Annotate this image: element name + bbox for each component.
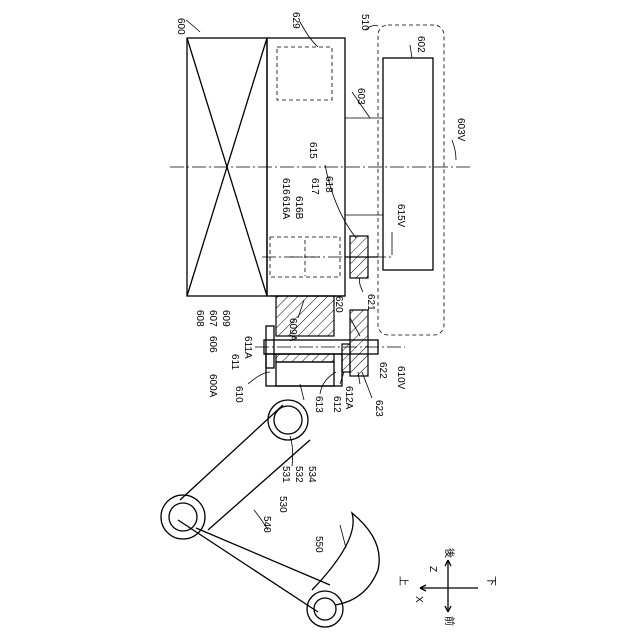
joint-lower-inner [314, 598, 336, 620]
label-613: 613 [313, 396, 324, 413]
labels: 600 629 510 602 603 603V 615 616 616A 61… [175, 12, 496, 626]
label-up: 上 [397, 576, 409, 586]
label-620: 620 [333, 296, 344, 313]
motor-602 [383, 58, 433, 270]
label-down: 下 [485, 576, 496, 586]
label-617: 617 [309, 178, 320, 195]
label-622: 622 [377, 362, 388, 379]
label-616B: 616B [293, 196, 304, 220]
joint-upper-inner [169, 503, 197, 531]
label-front: 前 [443, 616, 456, 626]
joint-upper-outer [161, 495, 205, 539]
label-611: 611 [229, 354, 240, 370]
label-612: 612 [331, 396, 342, 413]
label-530: 530 [277, 496, 288, 513]
gear-622 [350, 310, 368, 376]
label-611A: 611A [242, 336, 253, 359]
label-550: 550 [313, 536, 324, 553]
label-615V: 615V [395, 204, 406, 228]
leader-lines [186, 20, 456, 548]
label-615: 615 [307, 142, 318, 159]
label-629: 629 [290, 12, 301, 29]
label-612A: 612A [343, 386, 354, 410]
label-607: 607 [207, 310, 218, 327]
label-618: 618 [323, 176, 334, 193]
label-back: 後 [443, 548, 456, 558]
label-531: 531 [280, 466, 291, 483]
label-609: 609 [220, 310, 231, 327]
label-x: X [413, 596, 424, 603]
joint-530-inner [274, 406, 302, 434]
label-534: 534 [306, 466, 317, 483]
label-609A: 609A [287, 318, 298, 342]
label-603V: 603V [455, 118, 466, 142]
label-532: 532 [293, 466, 304, 483]
label-608: 608 [194, 310, 205, 327]
label-623: 623 [373, 400, 384, 417]
label-600A: 600A [207, 374, 218, 398]
enclosure-510 [378, 25, 444, 335]
label-602: 602 [415, 36, 426, 53]
arm-540 [178, 405, 330, 612]
label-540: 540 [261, 516, 272, 533]
label-616: 616 [280, 178, 291, 195]
label-603: 603 [355, 88, 366, 105]
label-600: 600 [175, 18, 186, 35]
label-610: 610 [233, 386, 244, 403]
label-616A: 616A [280, 196, 291, 220]
label-621: 621 [365, 294, 376, 311]
label-z: Z [427, 566, 438, 572]
label-510: 510 [359, 14, 370, 31]
label-610V: 610V [395, 366, 406, 390]
box-629 [277, 47, 332, 100]
label-606: 606 [207, 336, 218, 353]
block-609A [276, 296, 334, 336]
